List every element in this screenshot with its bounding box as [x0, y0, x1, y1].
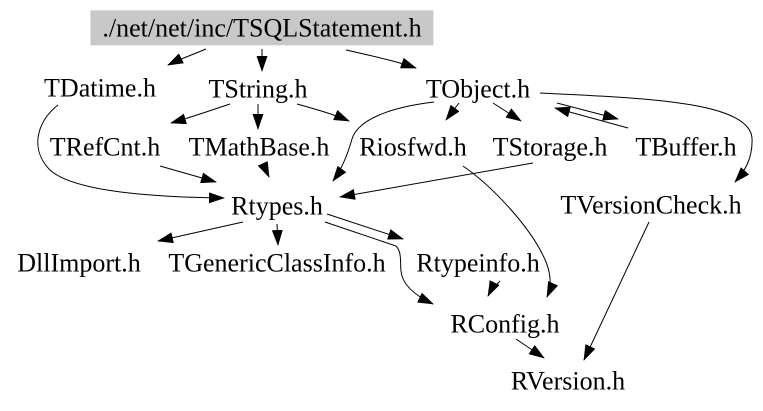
edge-tversioncheck-to-rversion	[583, 221, 650, 361]
edge-tmathbase-to-rtypes	[257, 161, 270, 178]
edge-tobject-to-tversioncheck	[539, 92, 753, 183]
edge-tsqlstatement-to-tobject	[345, 49, 417, 69]
edge-rtypes-to-dllimport	[157, 221, 244, 244]
node-trefcnt[interactable]: TRefCnt.h	[49, 132, 161, 162]
edge-tsqlstatement-to-tdatime	[167, 48, 207, 66]
edge-tobject-to-tstorage	[492, 102, 522, 122]
edge-tstring-to-trefcnt	[170, 103, 231, 125]
edge-rtypes-to-tgenericclassinfo	[271, 223, 283, 246]
edge-rtypes-to-rtypeinfo	[326, 213, 404, 240]
edge-tstring-to-riosfwd	[296, 103, 350, 122]
node-rtypeinfo[interactable]: Rtypeinfo.h	[416, 248, 540, 278]
node-dllimport[interactable]: DllImport.h	[17, 248, 141, 278]
node-tsqlstatement: ./net/net/inc/TSQLStatement.h	[90, 10, 434, 46]
node-tmathbase[interactable]: TMathBase.h	[188, 132, 330, 162]
node-rversion[interactable]: RVersion.h	[510, 366, 626, 396]
node-tbuffer[interactable]: TBuffer.h	[635, 132, 737, 162]
node-tversioncheck[interactable]: TVersionCheck.h	[560, 190, 742, 220]
edge-rconfig-to-rversion	[515, 338, 545, 359]
edge-rtypes-to-rconfig	[324, 221, 434, 305]
node-tgenericclassinfo[interactable]: TGenericClassInfo.h	[168, 248, 386, 278]
node-riosfwd[interactable]: Riosfwd.h	[359, 132, 467, 162]
node-rtypes[interactable]: Rtypes.h	[231, 191, 323, 221]
edge-tobject-to-riosfwd	[445, 102, 460, 121]
node-rconfig[interactable]: RConfig.h	[450, 309, 560, 339]
edge-rtypeinfo-to-rconfig	[487, 280, 501, 297]
edge-tbuffer-to-tobject	[554, 106, 629, 129]
node-tstorage[interactable]: TStorage.h	[492, 132, 608, 162]
edge-tobject-to-rtypes	[332, 101, 435, 182]
edge-trefcnt-to-rtypes	[159, 165, 217, 184]
node-tdatime[interactable]: TDatime.h	[44, 73, 156, 103]
edge-tdatime-to-rtypes	[37, 104, 225, 204]
edge-tstorage-to-rtypes	[339, 162, 534, 200]
node-tstring[interactable]: TString.h	[208, 74, 308, 104]
edge-tobject-to-tbuffer	[556, 102, 619, 121]
node-tobject[interactable]: TObject.h	[425, 74, 531, 104]
edge-riosfwd-to-rconfig	[462, 165, 559, 298]
